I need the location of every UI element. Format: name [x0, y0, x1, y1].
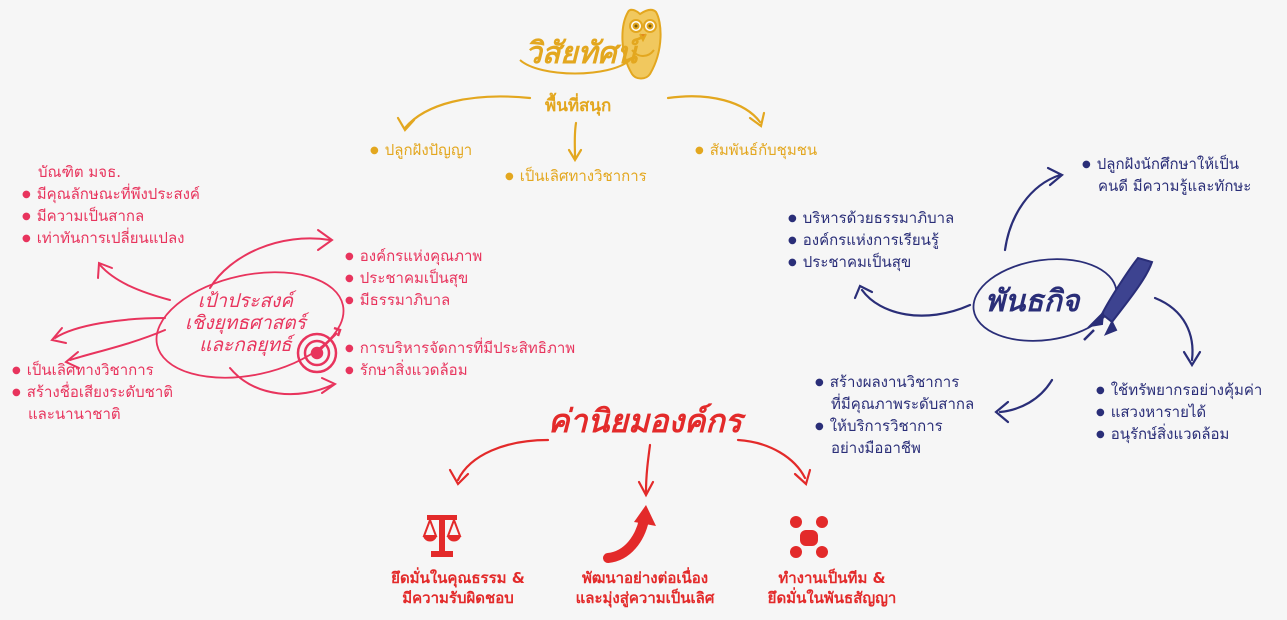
- mission-right-item-resources: ใช้ทรัพยากรอย่างคุ้มค่า: [1096, 380, 1263, 403]
- org-item-quality: องค์กรแห่งคุณภาพ: [345, 246, 483, 269]
- vision-item-academic: เป็นเลิศทางวิชาการ: [505, 166, 647, 189]
- mission-left-item-happy: ประชาคมเป็นสุข: [788, 252, 911, 275]
- vision-item-wisdom: ปลูกฝังปัญญา: [370, 140, 472, 163]
- academic-item-reputation: สร้างชื่อเสียงระดับชาติ: [12, 382, 173, 405]
- org-item-governance: มีธรรมาภิบาล: [345, 290, 451, 313]
- scales-icon: [422, 515, 462, 557]
- strategy-title-line-1: เป้าประสงค์: [197, 290, 294, 312]
- academic-item-excellence: เป็นเลิศทางวิชาการ: [12, 360, 154, 383]
- vision-subtitle: พื้นที่สนุก: [545, 96, 612, 116]
- mission-top-item-2: คนดี มีความรู้และทักษะ: [1098, 177, 1252, 195]
- value-item-integrity-line-1: ยึดมั่นในคุณธรรม &: [391, 569, 525, 587]
- mission-bottom-item-4: อย่างมืออาชีพ: [831, 439, 921, 457]
- strategy-arrows: [50, 229, 338, 396]
- mission-left-item-learning: องค์กรแห่งการเรียนรู้: [788, 230, 939, 253]
- growth-arrow-icon: [603, 505, 656, 563]
- mission-arrows: [853, 166, 1202, 424]
- owl-icon: [621, 8, 662, 80]
- graduate-item-international: มีความเป็นสากล: [22, 206, 144, 229]
- graduate-header: บัณฑิต มจธ.: [38, 163, 121, 181]
- mission-bottom-item-1: สร้างผลงานวิชาการ: [815, 372, 960, 395]
- mission-bottom-item-2: ที่มีคุณภาพระดับสากล: [831, 395, 975, 413]
- values-arrows: [448, 438, 812, 498]
- mission-bottom-item-3: ให้บริการวิชาการ: [815, 416, 943, 439]
- mgmt-item-environment: รักษาสิ่งแวดล้อม: [345, 360, 468, 383]
- vision-title: วิสัยทัศน์: [525, 36, 638, 71]
- vision-item-community: สัมพันธ์กับชุมชน: [695, 140, 817, 163]
- value-item-development-line-2: และมุ่งสู่ความเป็นเลิศ: [575, 589, 715, 607]
- academic-item-international: และนานาชาติ: [28, 405, 121, 423]
- vision-arrows: [396, 95, 766, 163]
- value-item-development: พัฒนาอย่างต่อเนื่อง และมุ่งสู่ความเป็นเล…: [560, 568, 730, 608]
- strategy-title-line-3: และกลยุทธ์: [199, 334, 292, 356]
- value-item-integrity-line-2: มีความรับผิดชอบ: [402, 589, 514, 607]
- mgmt-item-efficient: การบริหารจัดการที่มีประสิทธิภาพ: [345, 338, 575, 361]
- mission-right-item-environment: อนุรักษ์สิ่งแวดล้อม: [1096, 424, 1230, 447]
- mission-right-item-income: แสวงหารายได้: [1096, 402, 1206, 425]
- mission-title: พันธกิจ: [985, 284, 1080, 319]
- mission-left-item-governance: บริหารด้วยธรรมาภิบาล: [788, 208, 955, 231]
- org-item-happy: ประชาคมเป็นสุข: [345, 268, 468, 291]
- teamwork-icon: [790, 516, 828, 558]
- value-item-teamwork-line-2: ยึดมั่นในพันธสัญญา: [767, 589, 897, 607]
- value-item-teamwork: ทำงานเป็นทีม & ยึดมั่นในพันธสัญญา: [752, 568, 912, 608]
- rocket-icon: [1083, 256, 1154, 341]
- value-item-integrity: ยึดมั่นในคุณธรรม & มีความรับผิดชอบ: [378, 568, 538, 608]
- mission-top-item-1: ปลูกฝังนักศึกษาให้เป็น: [1082, 154, 1239, 177]
- strategy-title-line-2: เชิงยุทธศาสตร์: [185, 312, 306, 334]
- graduate-item-change: เท่าทันการเปลี่ยนแปลง: [22, 228, 185, 251]
- target-icon: [296, 326, 342, 374]
- value-item-teamwork-line-1: ทำงานเป็นทีม &: [778, 569, 886, 587]
- strategy-title: เป้าประสงค์ เชิงยุทธศาสตร์ และกลยุทธ์: [185, 290, 306, 356]
- values-title: ค่านิยมองค์กร: [548, 402, 742, 440]
- value-item-development-line-1: พัฒนาอย่างต่อเนื่อง: [581, 569, 709, 587]
- graduate-item-desirable: มีคุณลักษณะที่พึงประสงค์: [22, 184, 200, 207]
